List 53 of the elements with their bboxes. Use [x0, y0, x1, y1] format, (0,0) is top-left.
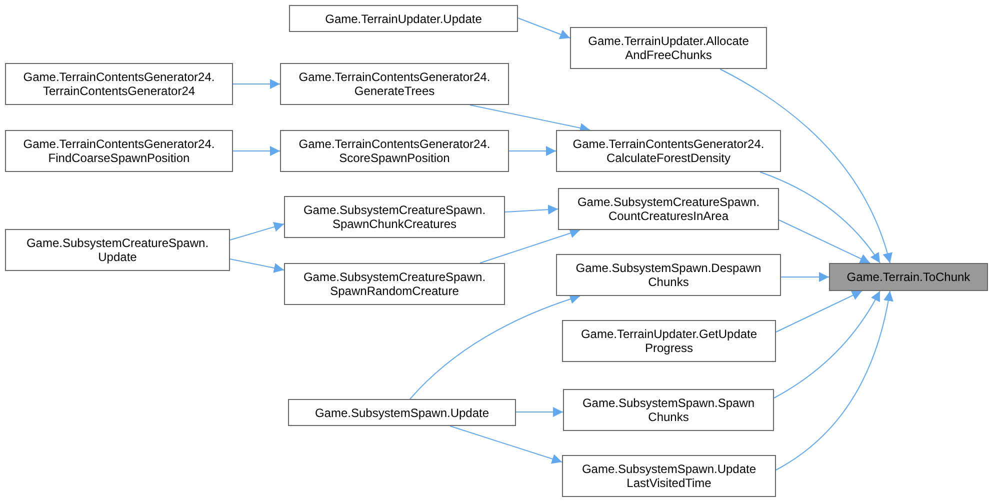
arrow	[760, 172, 880, 264]
selected-function-box	[829, 263, 988, 291]
arrow	[470, 104, 590, 133]
function-box	[280, 130, 509, 172]
arrow	[232, 146, 280, 156]
arrow	[508, 146, 556, 156]
arrow	[780, 272, 830, 282]
function-name: Game.SubsystemCreatureSpawn. CountCreaturesInArea	[577, 195, 760, 223]
function-box	[5, 63, 233, 105]
function-name: Game.SubsystemCreatureSpawn. SpawnRandomCreature	[303, 270, 486, 298]
function-name: Game.SubsystemSpawn.Update	[314, 406, 490, 420]
function-name: Game.Terrain.ToChunk	[846, 270, 970, 284]
function-name: Game.SubsystemSpawn.Despawn Chunks	[576, 261, 762, 289]
function-name: Game.SubsystemSpawn.Spawn Chunks	[582, 396, 755, 424]
function-name: Game.SubsystemCreatureSpawn. SpawnChunkCreatures	[303, 203, 486, 231]
function-box	[563, 389, 774, 431]
arrow	[776, 290, 862, 332]
function-box	[5, 229, 230, 271]
arrow	[410, 294, 580, 400]
function-name: Game.TerrainContentsGenerator24. CalculateForestDensity	[572, 137, 764, 165]
function-box	[288, 399, 516, 426]
function-name: Game.TerrainContentsGenerator24. GenerateTrees	[298, 70, 490, 98]
function-box	[556, 254, 781, 296]
arrow	[776, 290, 894, 470]
function-name: Game.TerrainContentsGenerator24. ScoreSpawnPosition	[298, 137, 490, 165]
arrow	[504, 204, 558, 215]
function-name: Game.TerrainContentsGenerator24. TerrainContentsGenerator24	[23, 70, 215, 98]
function-name: Game.SubsystemSpawn.Update LastVisitedTime	[582, 462, 756, 490]
arrow	[230, 258, 284, 273]
function-name: Game.TerrainUpdater.Update	[325, 12, 482, 26]
function-box	[562, 455, 776, 497]
function-box	[284, 263, 505, 305]
function-name: Game.TerrainContentsGenerator24. FindCoarseSpawnPosition	[23, 137, 215, 165]
function-box	[562, 320, 776, 362]
arrow	[720, 68, 892, 264]
arrow	[778, 220, 870, 264]
function-name: Game.TerrainUpdater.Allocate AndFreeChunks	[588, 34, 749, 62]
function-name: Game.TerrainUpdater.GetUpdate Progress	[580, 327, 758, 355]
arrow	[518, 18, 570, 40]
function-box	[280, 63, 509, 105]
arrow	[232, 79, 280, 89]
function-box	[289, 5, 518, 32]
function-box	[5, 130, 233, 172]
arrow	[516, 407, 564, 417]
function-box	[284, 196, 505, 238]
function-name: Game.SubsystemCreatureSpawn. Update	[26, 236, 209, 264]
arrow	[480, 228, 580, 264]
function-box	[556, 130, 781, 172]
function-box	[558, 188, 779, 230]
arrow	[450, 426, 562, 464]
arrow	[230, 222, 284, 240]
function-box	[570, 27, 767, 69]
arrow	[774, 290, 880, 398]
